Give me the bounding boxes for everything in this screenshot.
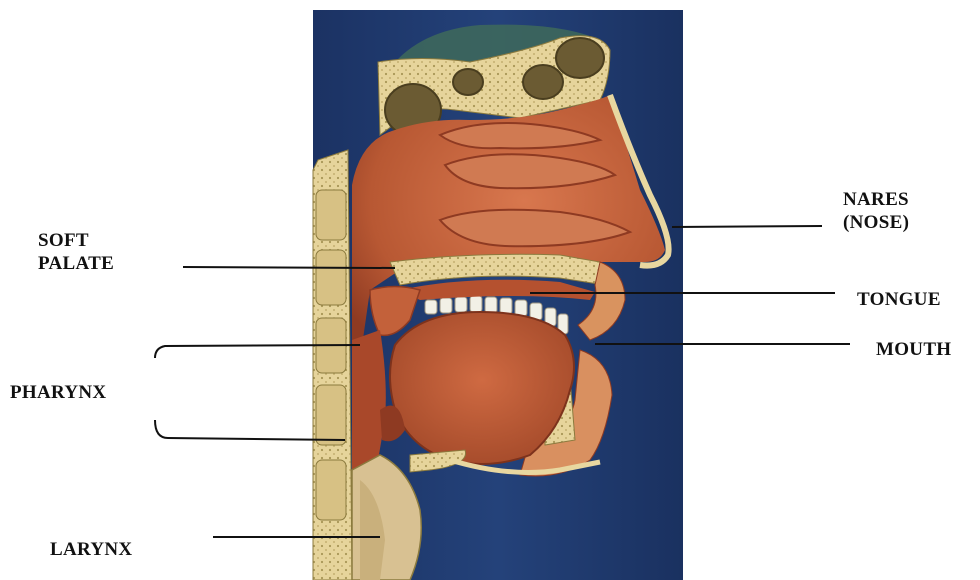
vertebrae (316, 190, 346, 520)
label-tongue-text: TONGUE (857, 288, 941, 311)
label-mouth-text: MOUTH (876, 338, 951, 361)
label-tongue: TONGUE (857, 288, 941, 311)
leader-soft-palate (183, 267, 395, 268)
label-mouth: MOUTH (876, 338, 951, 361)
label-larynx-text: LARYNX (50, 538, 132, 561)
label-soft-palate-line1: SOFT (38, 229, 114, 252)
label-larynx: LARYNX (50, 538, 132, 561)
label-soft-palate: SOFT PALATE (38, 229, 114, 275)
label-pharynx: PHARYNX (10, 381, 106, 404)
label-pharynx-text: PHARYNX (10, 381, 106, 404)
sinus-small (453, 69, 483, 95)
label-nares-line1: NARES (843, 188, 909, 211)
label-nares: NARES (NOSE) (843, 188, 909, 234)
ethmoid-sinus (523, 65, 563, 99)
frontal-sinus (556, 38, 604, 78)
leader-nares (672, 226, 822, 227)
label-nares-line2: (NOSE) (843, 211, 909, 234)
label-soft-palate-line2: PALATE (38, 252, 114, 275)
